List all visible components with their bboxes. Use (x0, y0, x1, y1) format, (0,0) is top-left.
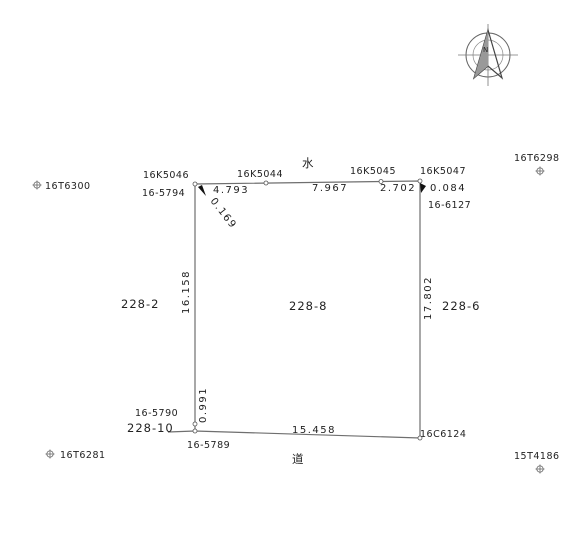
benchmark-crosshair-icon (535, 464, 545, 474)
point-k5046: 16K5046 (143, 170, 189, 181)
benchmark-crosshair-icon (535, 166, 545, 176)
marker-c6124 (417, 435, 423, 441)
dim-top-3: 2.702 (380, 183, 416, 194)
corner-markers (192, 178, 423, 441)
offset-arrow-tl (198, 185, 206, 196)
benchmark-t6300: 16T6300 (45, 181, 91, 192)
dim-corner-tr: 0.084 (430, 183, 466, 194)
water-road-label: 水 (302, 156, 314, 170)
lot-bottom-left: 228-10 (127, 421, 174, 435)
point-p5794: 16-5794 (142, 188, 185, 199)
benchmark-t6298: 16T6298 (514, 153, 560, 164)
point-k5045: 16K5045 (350, 166, 396, 177)
dim-small-bl: 0.991 (198, 387, 209, 423)
point-c6124: 16C6124 (420, 429, 466, 440)
road-edge-line (167, 430, 196, 433)
point-p5789: 16-5789 (187, 440, 230, 451)
marker-k5046 (192, 181, 198, 187)
benchmark-t4186: 15T4186 (514, 451, 560, 462)
lot-right: 228-6 (442, 299, 480, 313)
dim-bottom: 15.458 (292, 425, 336, 436)
offset-arrow-tr (420, 183, 426, 193)
dim-right: 17.802 (423, 276, 434, 320)
benchmark-crosshair-icon (45, 449, 55, 459)
dim-top-2: 7.967 (312, 183, 348, 194)
point-p5790: 16-5790 (135, 408, 178, 419)
marker-k5045 (378, 179, 384, 184)
north-arrow-icon: N (458, 24, 518, 86)
marker-p5790 (192, 421, 198, 427)
dim-corner-tl: 0.169 (208, 196, 239, 231)
marker-k5044 (263, 180, 269, 186)
road-label: 道 (292, 452, 304, 466)
point-k5044: 16K5044 (237, 169, 283, 180)
point-k5047: 16K5047 (420, 166, 466, 177)
dim-top-1: 4.793 (213, 185, 249, 196)
benchmark-t6281: 16T6281 (60, 450, 106, 461)
lot-left: 228-2 (121, 297, 159, 311)
marker-p5789 (192, 428, 198, 434)
lot-main: 228-8 (289, 299, 327, 313)
marker-k5047 (417, 178, 423, 184)
benchmark-crosshair-icon (32, 180, 42, 190)
point-p6127: 16-6127 (428, 200, 471, 211)
dim-left: 16.158 (181, 270, 192, 314)
north-label: N (483, 46, 488, 54)
